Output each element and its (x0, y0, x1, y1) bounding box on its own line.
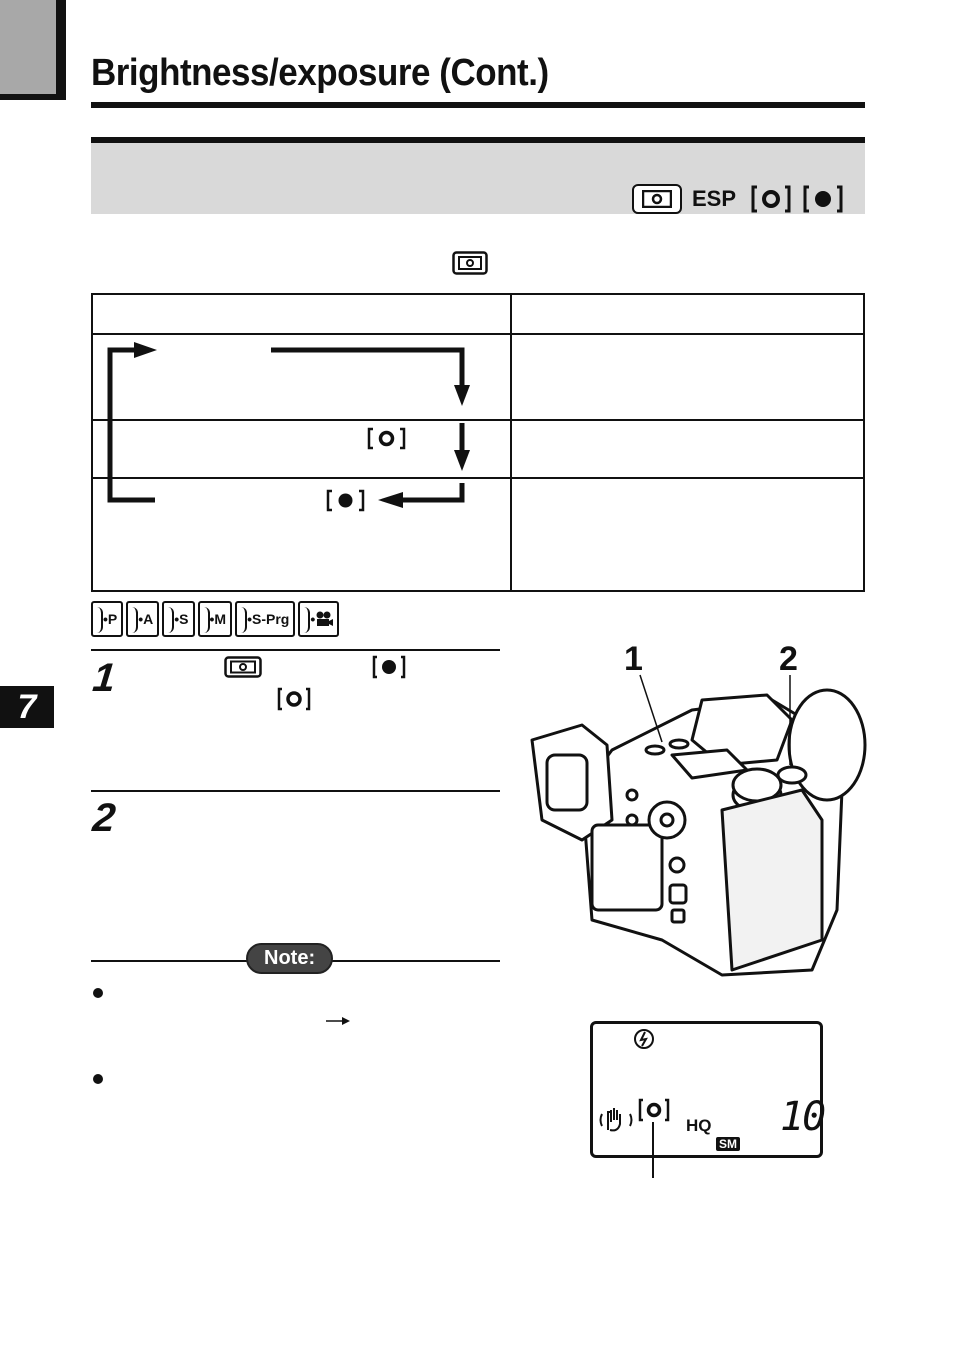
table-header-right (510, 293, 865, 335)
mode-m-chip: •M (197, 601, 233, 637)
spot-icon (802, 184, 844, 214)
lcd-metering-icon (638, 1098, 670, 1122)
section-band (91, 137, 865, 214)
title-rule (91, 102, 865, 108)
movie-icon (316, 611, 334, 626)
mode-s-chip: •S (162, 601, 195, 637)
metering-icon (631, 184, 682, 214)
note-bullet-2 (93, 1074, 103, 1084)
mode-a-chip: •A (126, 601, 160, 637)
metering-table (91, 293, 865, 592)
table-row-center-right (510, 419, 865, 479)
cycle-arrows (107, 342, 470, 512)
table-row-esp-right (510, 333, 865, 421)
flash-off-icon (634, 1029, 654, 1049)
chapter-corner-tab-fill (0, 0, 56, 94)
chapter-number: 7 (0, 686, 54, 728)
step1-spot-icon (372, 655, 406, 679)
control-panel-lcd (590, 1021, 823, 1158)
camera-shake-icon (599, 1108, 633, 1132)
table-header-left (91, 293, 512, 335)
lcd-callout-line (652, 1122, 654, 1178)
mode-sprg-chip: •S-Prg (235, 601, 296, 637)
step2-rule (91, 790, 500, 792)
arrow-right-icon (326, 1017, 350, 1025)
step1-rule (91, 649, 500, 651)
shooting-mode-row: •P •A •S •M •S-Prg • (91, 601, 342, 637)
lcd-quality: HQ (686, 1116, 712, 1135)
metering-mode-icons: ESP (631, 184, 844, 214)
page-title: Brightness/exposure (Cont.) (91, 52, 549, 94)
center-weighted-icon (750, 184, 792, 214)
table-row-spot-right (510, 477, 865, 592)
step1-number: 1 (90, 656, 118, 700)
lcd-frame-count: 10 (780, 1094, 826, 1140)
callout-2: 2 (779, 640, 798, 678)
table-row-center-left (91, 419, 512, 479)
camera-illustration (530, 674, 867, 977)
step1-metering-icon (224, 656, 262, 678)
table-row-spot-left (91, 477, 512, 592)
step2-number: 2 (90, 796, 118, 840)
intro-metering-icon (452, 251, 488, 280)
esp-label: ESP (691, 186, 736, 211)
lcd-size-badge: SM (716, 1137, 740, 1151)
callout-1: 1 (624, 640, 643, 678)
mode-p-chip: •P (91, 601, 124, 637)
note-label: Note: (246, 943, 334, 974)
mode-movie-chip: • (298, 601, 340, 637)
step1-center-icon (277, 687, 311, 711)
note-bullet-1 (93, 988, 103, 998)
